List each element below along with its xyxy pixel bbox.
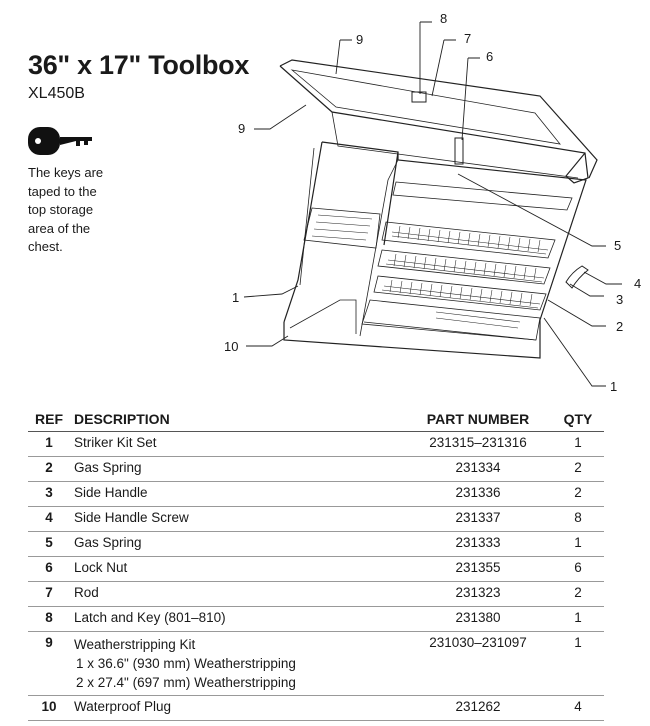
- table-row: 6 Lock Nut 231355 6: [28, 556, 604, 582]
- header-ref: REF: [28, 407, 70, 432]
- row-part-number: 231315–231316: [404, 431, 552, 457]
- table-row: 4 Side Handle Screw 231337 8: [28, 506, 604, 532]
- table-row: 2 Gas Spring 231334 2: [28, 456, 604, 482]
- table-row: 10 Waterproof Plug 231262 4: [28, 695, 604, 721]
- row-sub-item: 1 x 36.6" (930 mm) Weatherstripping: [76, 656, 296, 671]
- row-qty: 2: [552, 481, 604, 507]
- callout-9-left: 9: [238, 121, 245, 136]
- table-row: 7 Rod 231323 2: [28, 581, 604, 607]
- row-qty: 1: [552, 631, 604, 696]
- row-ref: 10: [28, 695, 70, 721]
- table-row: 8 Latch and Key (801–810) 231380 1: [28, 606, 604, 632]
- row-ref: 1: [28, 431, 70, 457]
- row-part-number: 231323: [404, 581, 552, 607]
- row-ref: 7: [28, 581, 70, 607]
- row-qty: 2: [552, 456, 604, 482]
- row-description: Gas Spring: [70, 531, 404, 557]
- callout-6: 6: [486, 49, 493, 64]
- callout-1-right: 1: [610, 379, 617, 394]
- page-title: 36" x 17" Toolbox: [28, 50, 250, 80]
- row-qty: 2: [552, 581, 604, 607]
- row-description: Rod: [70, 581, 404, 607]
- callout-3: 3: [616, 292, 623, 307]
- key-icon: [28, 127, 92, 155]
- row-qty: 1: [552, 606, 604, 632]
- callout-7: 7: [464, 31, 471, 46]
- row-ref: 3: [28, 481, 70, 507]
- header-qty: QTY: [552, 407, 604, 432]
- callout-4: 4: [634, 276, 641, 291]
- row-description: Gas Spring: [70, 456, 404, 482]
- row-ref: 4: [28, 506, 70, 532]
- row-sub-item: 2 x 27.4" (697 mm) Weatherstripping: [76, 675, 296, 690]
- toolbox-diagram: 9 8 7 6 9 5 4 3 2 1 1 10: [224, 11, 641, 394]
- row-ref: 2: [28, 456, 70, 482]
- row-description: Waterproof Plug: [70, 695, 404, 721]
- callout-2: 2: [616, 319, 623, 334]
- table-row: 5 Gas Spring 231333 1: [28, 531, 604, 557]
- row-description: Side Handle Screw: [70, 506, 404, 532]
- table-row: 9 Weatherstripping Kit 1 x 36.6" (930 mm…: [28, 631, 604, 696]
- callout-10: 10: [224, 339, 238, 354]
- key-note: The keys are taped to the top storage ar…: [28, 165, 104, 254]
- row-qty: 1: [552, 431, 604, 457]
- table-header-row: REF DESCRIPTION PART NUMBER QTY: [28, 407, 604, 432]
- row-description: Weatherstripping Kit: [74, 637, 196, 652]
- row-ref: 5: [28, 531, 70, 557]
- model-number: XL450B: [28, 85, 85, 102]
- table-row: 3 Side Handle 231336 2: [28, 481, 604, 507]
- row-part-number: 231336: [404, 481, 552, 507]
- callout-5: 5: [614, 238, 621, 253]
- row-qty: 4: [552, 695, 604, 721]
- row-qty: 1: [552, 531, 604, 557]
- callout-1-left: 1: [232, 290, 239, 305]
- header-description: DESCRIPTION: [70, 407, 404, 432]
- row-description: Striker Kit Set: [70, 431, 404, 457]
- callout-9-top: 9: [356, 32, 363, 47]
- row-part-number: 231262: [404, 695, 552, 721]
- row-part-number: 231337: [404, 506, 552, 532]
- row-part-number: 231355: [404, 556, 552, 582]
- row-ref: 9: [28, 631, 70, 696]
- row-description: Lock Nut: [70, 556, 404, 582]
- row-description-group: Weatherstripping Kit 1 x 36.6" (930 mm) …: [70, 631, 404, 696]
- row-qty: 6: [552, 556, 604, 582]
- row-qty: 8: [552, 506, 604, 532]
- row-ref: 6: [28, 556, 70, 582]
- row-part-number: 231334: [404, 456, 552, 482]
- parts-table: REF DESCRIPTION PART NUMBER QTY 1 Strike…: [28, 407, 604, 721]
- row-description: Latch and Key (801–810): [70, 606, 404, 632]
- row-ref: 8: [28, 606, 70, 632]
- callout-8: 8: [440, 11, 447, 26]
- row-part-number: 231030–231097: [404, 631, 552, 696]
- table-row: 1 Striker Kit Set 231315–231316 1: [28, 431, 604, 457]
- row-part-number: 231380: [404, 606, 552, 632]
- row-part-number: 231333: [404, 531, 552, 557]
- header-part-number: PART NUMBER: [404, 407, 552, 432]
- row-description: Side Handle: [70, 481, 404, 507]
